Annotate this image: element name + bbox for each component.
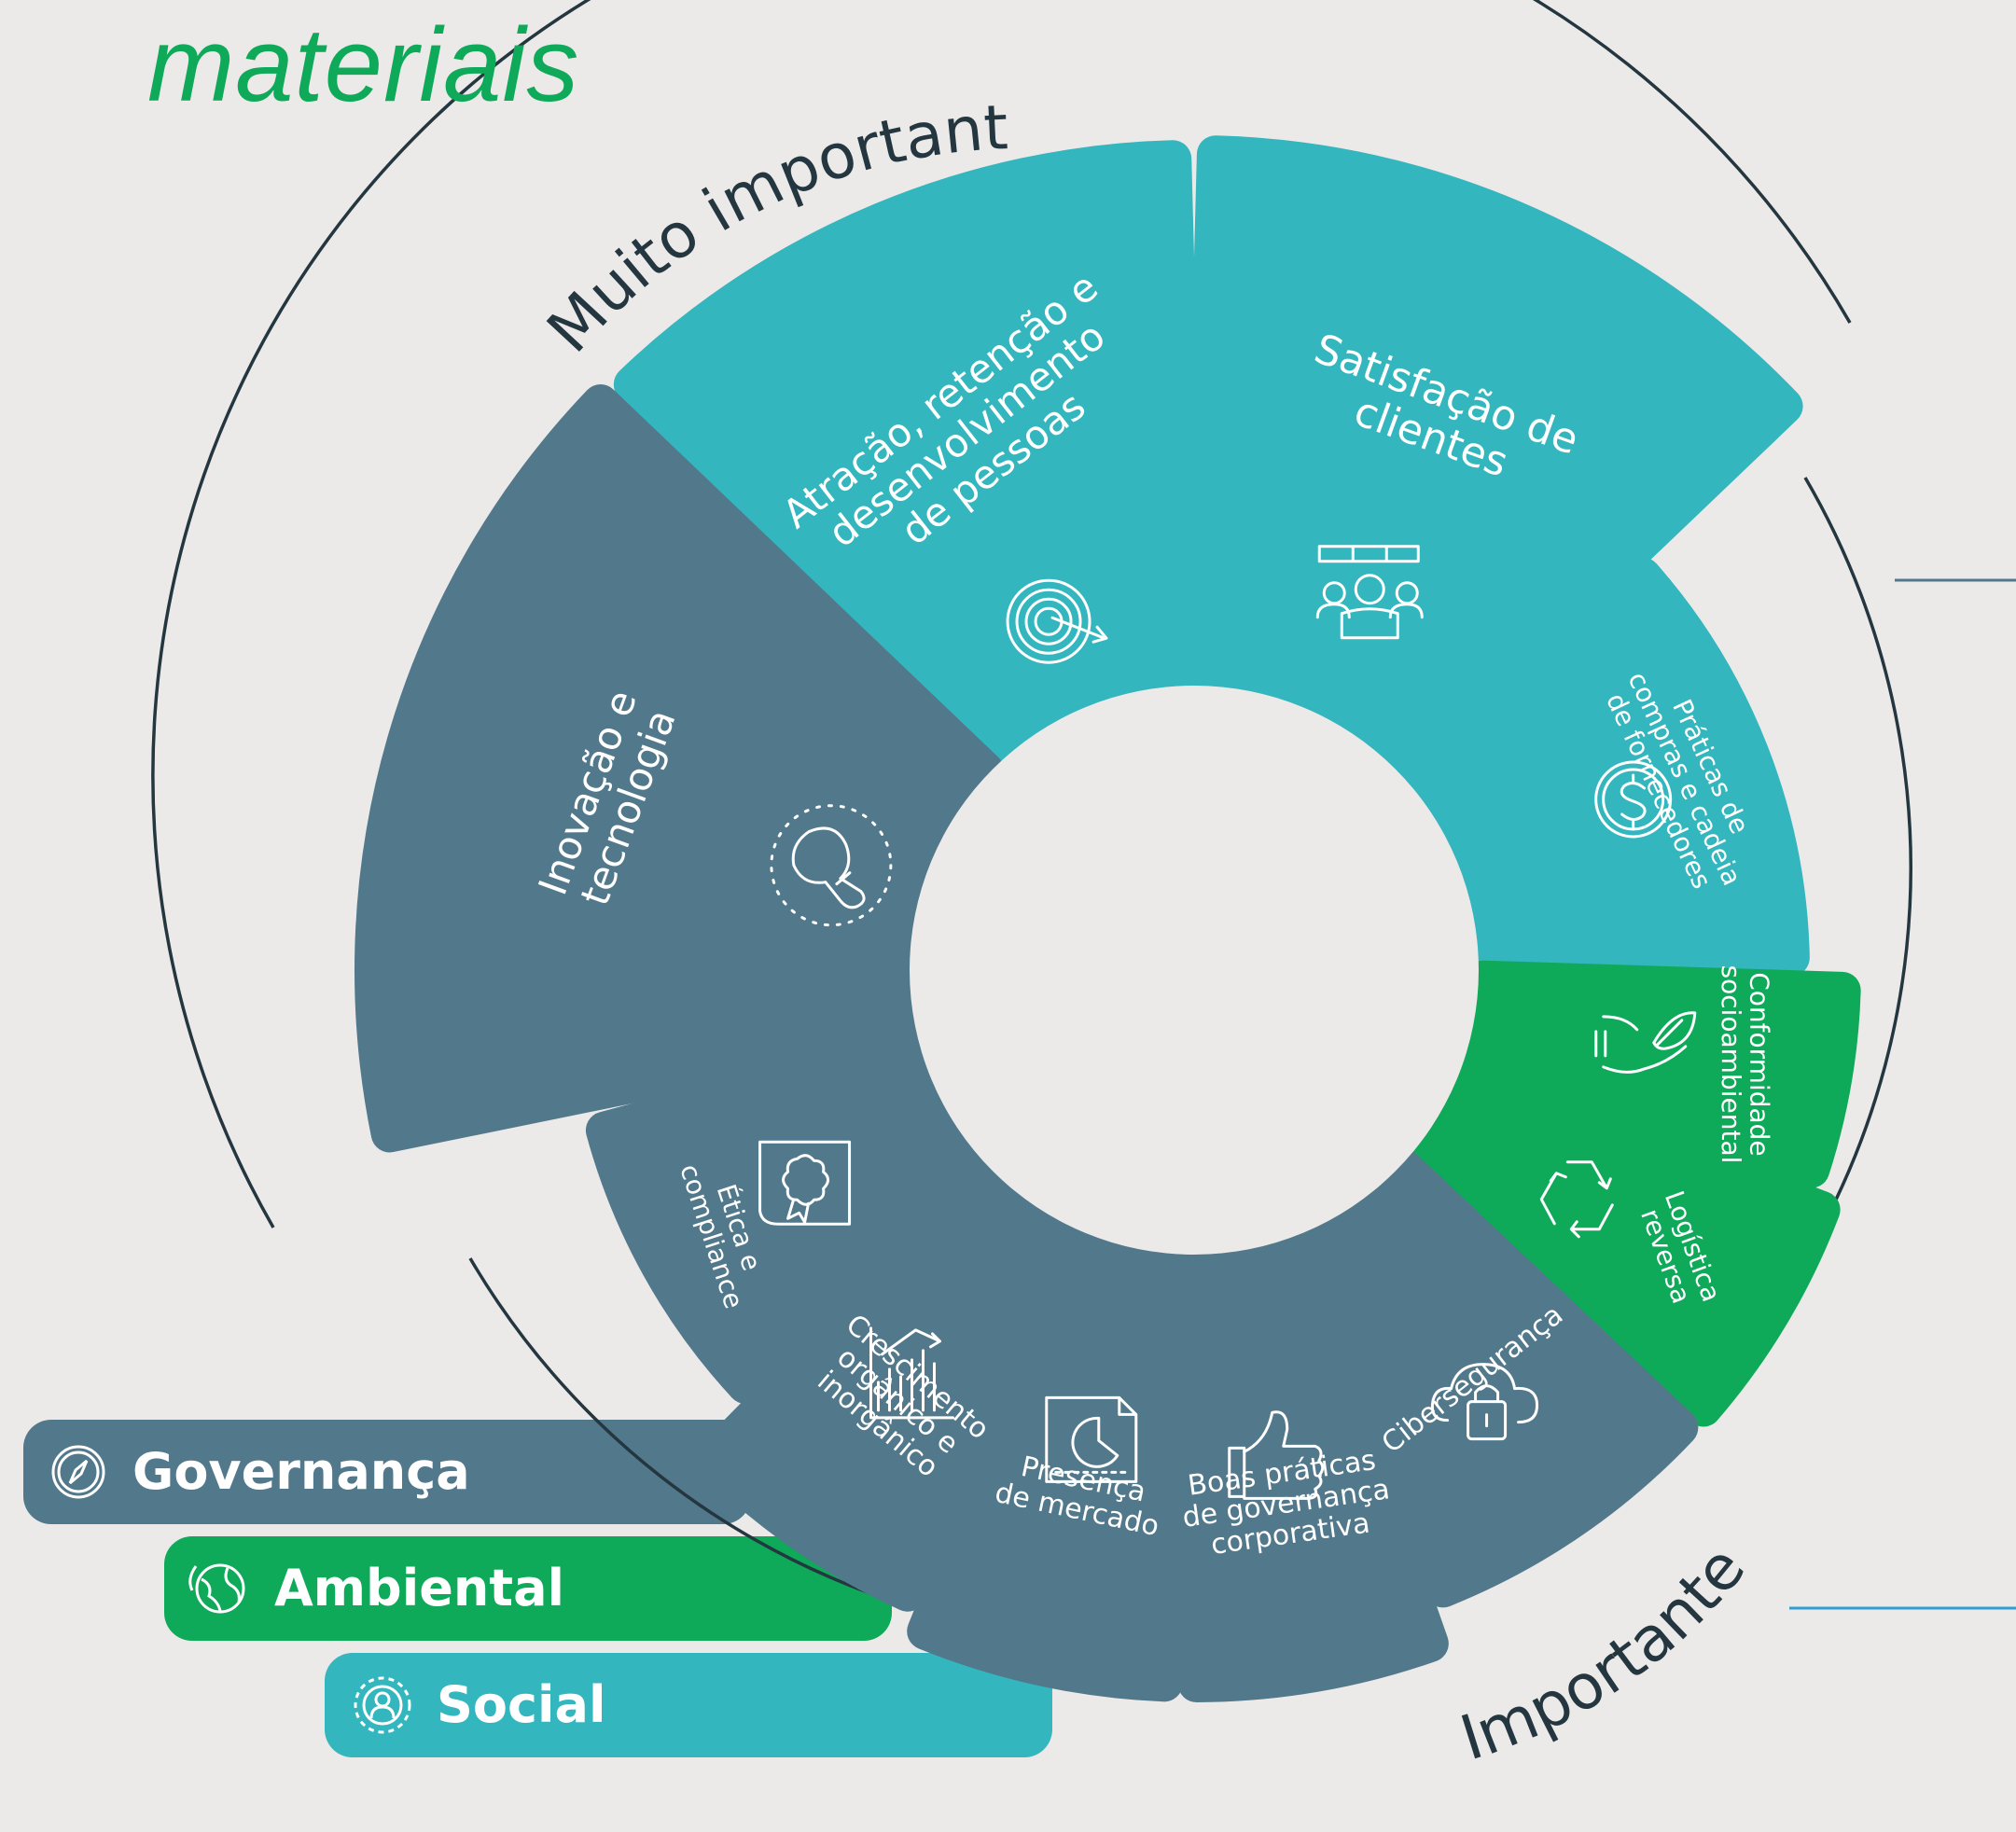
legend-label: Social [437, 1675, 605, 1734]
dollar-icon [1594, 760, 1673, 839]
recycle-icon [1539, 1160, 1614, 1239]
target-icon [1006, 578, 1108, 664]
topic-segment-6 [1176, 1224, 1449, 1702]
topic-segment-2 [1392, 557, 1810, 983]
topic-segment-7 [907, 1219, 1202, 1702]
legend-bar-governanca [23, 1420, 751, 1524]
topic-icons [758, 545, 1697, 1500]
compass-icon [51, 1445, 105, 1499]
topic-label-line: Conformidade [1745, 972, 1775, 1156]
certificate-icon [758, 1140, 852, 1226]
topic-segment-5 [1283, 1149, 1699, 1608]
legend-item-governanca: Governança [23, 1420, 751, 1524]
legend-label: Ambiental [274, 1559, 564, 1617]
person-gear-icon [354, 1676, 411, 1734]
thumbs-up-icon [1228, 1410, 1325, 1500]
legend: Governança Ambiental [23, 1420, 1052, 1757]
legend-item-ambiental: Ambiental [164, 1536, 892, 1641]
topic-segment-8 [693, 1157, 1092, 1612]
topic-label-line: socioambiental [1716, 965, 1746, 1163]
topic-segment-0 [613, 140, 1205, 781]
hands-leaf-icon [1594, 1011, 1697, 1074]
page-title: materiais [147, 7, 580, 123]
wheel-center [910, 686, 1479, 1255]
legend-bar-ambiental [164, 1536, 892, 1641]
globe-leaf-icon [188, 1563, 245, 1614]
topic-label: Conformidadesocioambiental [1716, 965, 1775, 1163]
legend-label: Governança [132, 1442, 470, 1501]
topic-segment-10 [355, 384, 1004, 1153]
topic-segment-3 [1450, 960, 1861, 1188]
topic-segments [355, 135, 1861, 1702]
growth-chart-icon [869, 1326, 955, 1420]
legend-bar-social [325, 1653, 1052, 1757]
topic-segment-4 [1395, 1054, 1841, 1427]
outer-ring-arc [151, 0, 1852, 1228]
legend-item-social: Social [325, 1653, 1052, 1757]
cloud-lock-icon [1430, 1363, 1539, 1441]
topic-segment-1 [1183, 135, 1803, 789]
chart-document-icon [1045, 1395, 1138, 1483]
customers-icon [1315, 545, 1424, 640]
lightbulb-icon [770, 804, 893, 927]
